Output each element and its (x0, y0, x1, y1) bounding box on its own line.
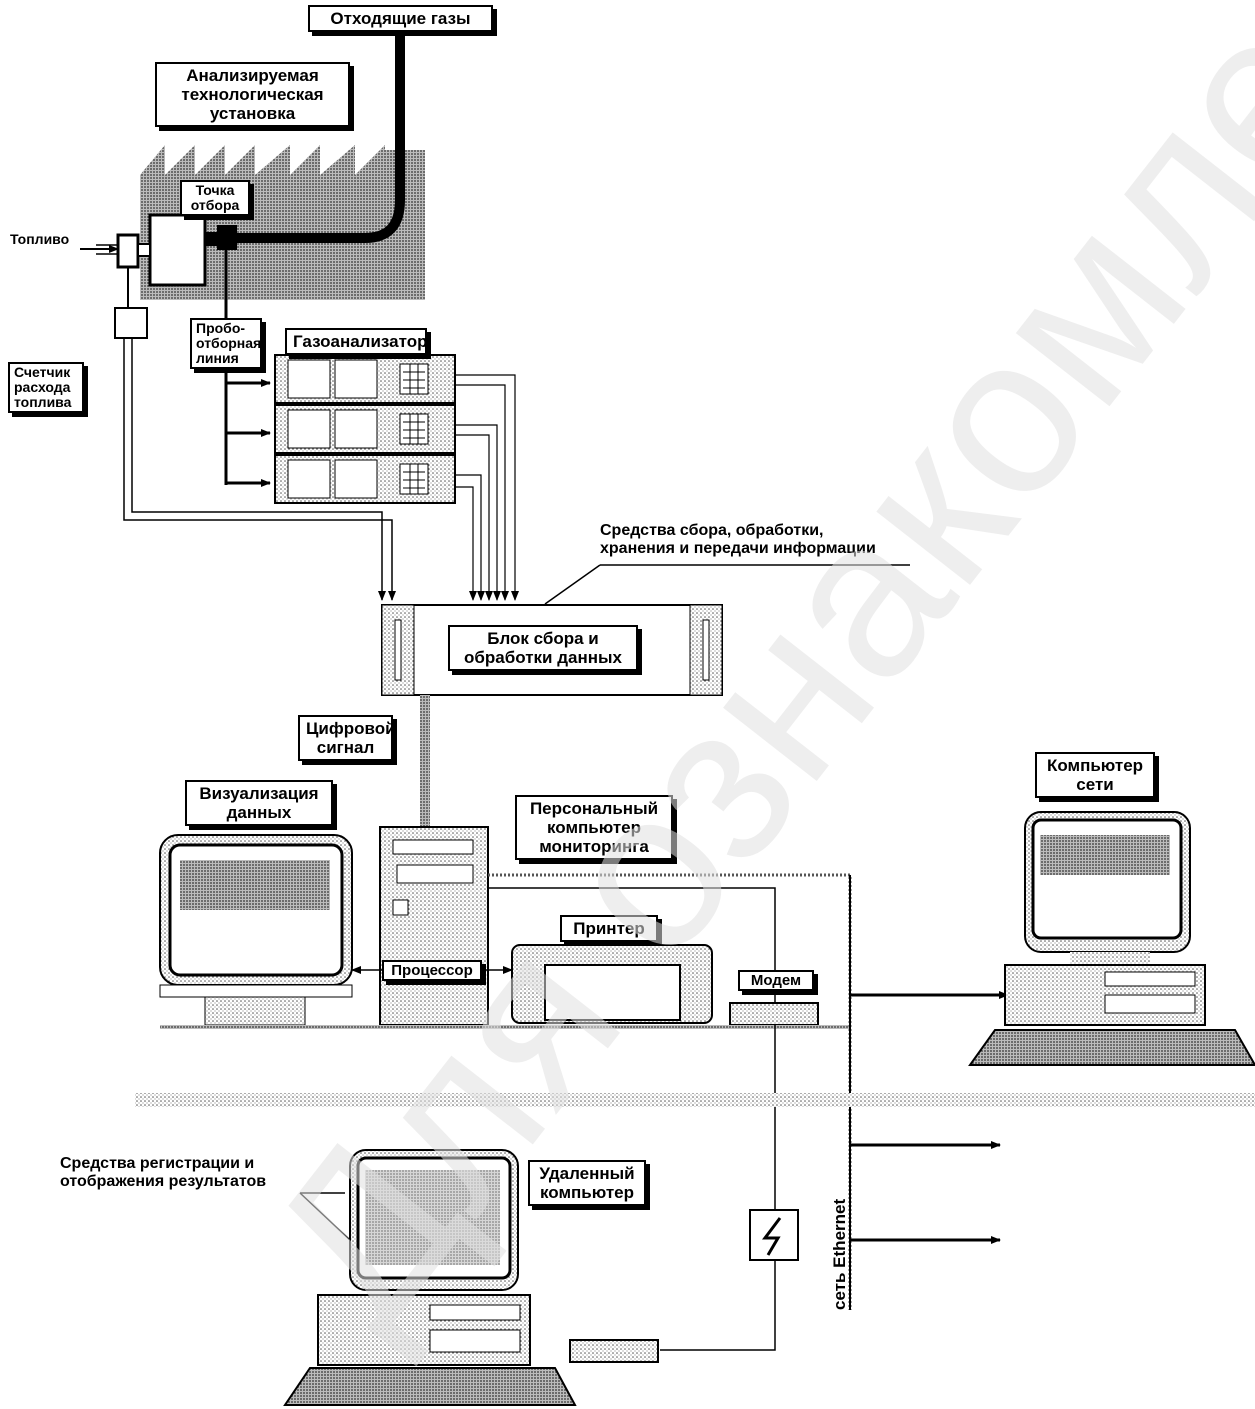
fuel-meter-box (114, 307, 148, 339)
pc-monitoring-label: Персональный компьютер мониторинга (515, 795, 673, 860)
network-computer (968, 811, 1255, 1066)
printer-device (511, 944, 713, 1024)
fuel-meter-label: Счетчик расхода топлива (8, 362, 84, 413)
data-acquisition-block (381, 604, 723, 696)
modem-label: Модем (738, 970, 814, 991)
registration-means-label: Средства регистрации и отображения резул… (60, 1155, 267, 1190)
exhaust-gases-label: Отходящие газы (308, 5, 493, 32)
sampling-line-label: Пробо- отборная линия (190, 318, 262, 369)
gas-analyzer-rack (274, 354, 456, 504)
exhaust-pipe (225, 30, 405, 243)
sampling-unit (148, 213, 207, 287)
printer-label: Принтер (560, 915, 658, 942)
digital-signal-label: Цифровой сигнал (298, 715, 396, 761)
remote-modem (569, 1339, 659, 1363)
remote-computer (283, 1149, 577, 1406)
network-pc-label: Компьютер сети (1035, 752, 1155, 798)
fuel-valve (116, 233, 140, 269)
monitoring-pc-tower (379, 826, 489, 1026)
visualization-label: Визуализация данных (185, 780, 333, 826)
visualization-monitor (159, 834, 353, 1026)
sampling-point-label: Точка отбора (180, 180, 250, 216)
data-block-label: Блок сбора и обработки данных (448, 625, 638, 671)
fuel-label: Топливо (10, 231, 70, 247)
acquisition-means-label: Средства сбора, обработки, хранения и пе… (600, 522, 876, 557)
telephone-line-symbol (749, 1209, 799, 1261)
gas-analyzer-label: Газоанализатор (285, 328, 427, 355)
modem-device (729, 1002, 819, 1026)
processor-label: Процессор (382, 960, 482, 981)
ethernet-label: сеть Ethernet (830, 1198, 849, 1310)
installation-label: Анализируемая технологическая установка (155, 62, 350, 127)
remote-pc-label: Удаленный компьютер (528, 1160, 646, 1206)
